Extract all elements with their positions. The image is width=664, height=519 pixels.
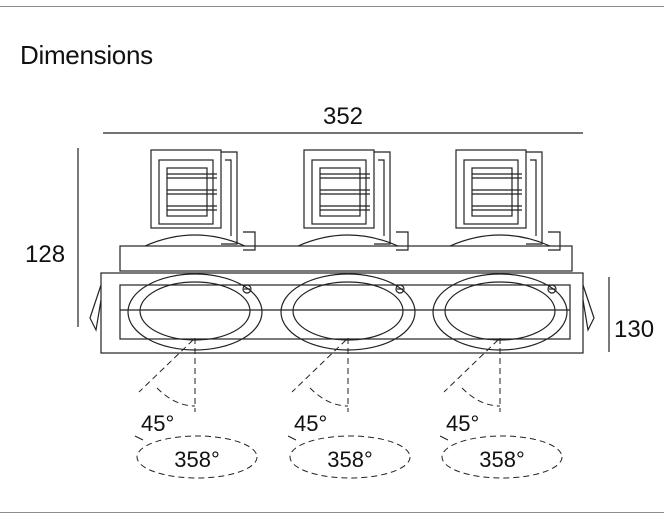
inner-frame xyxy=(119,284,571,340)
rotation-angle-label: 358° xyxy=(479,447,525,472)
luminaire-module xyxy=(432,149,568,479)
mounting-bar xyxy=(119,245,573,272)
tilt-angle-label: 45° xyxy=(141,411,174,436)
luminaire-module xyxy=(280,149,416,479)
left-spring-clip xyxy=(89,284,102,332)
outer-frame xyxy=(100,272,584,354)
section-title: Dimensions xyxy=(20,40,153,70)
lens xyxy=(139,281,251,341)
depth-label: 130 xyxy=(614,316,654,343)
right-spring-clip xyxy=(582,284,595,332)
height-label: 128 xyxy=(25,241,65,268)
top-divider xyxy=(0,6,664,7)
rotation-angle-label: 358° xyxy=(327,447,373,472)
lens xyxy=(444,281,556,341)
tilt-angle-label: 45° xyxy=(294,411,327,436)
bottom-divider xyxy=(0,512,664,513)
rotation-angle-label: 358° xyxy=(174,447,220,472)
lens xyxy=(292,281,404,341)
rotation-ellipse xyxy=(136,435,258,479)
rotation-ellipse xyxy=(441,435,563,479)
luminaire-module xyxy=(127,149,263,479)
rotation-ellipse xyxy=(289,435,411,479)
tilt-angle-label: 45° xyxy=(446,411,479,436)
width-label: 352 xyxy=(323,103,363,130)
